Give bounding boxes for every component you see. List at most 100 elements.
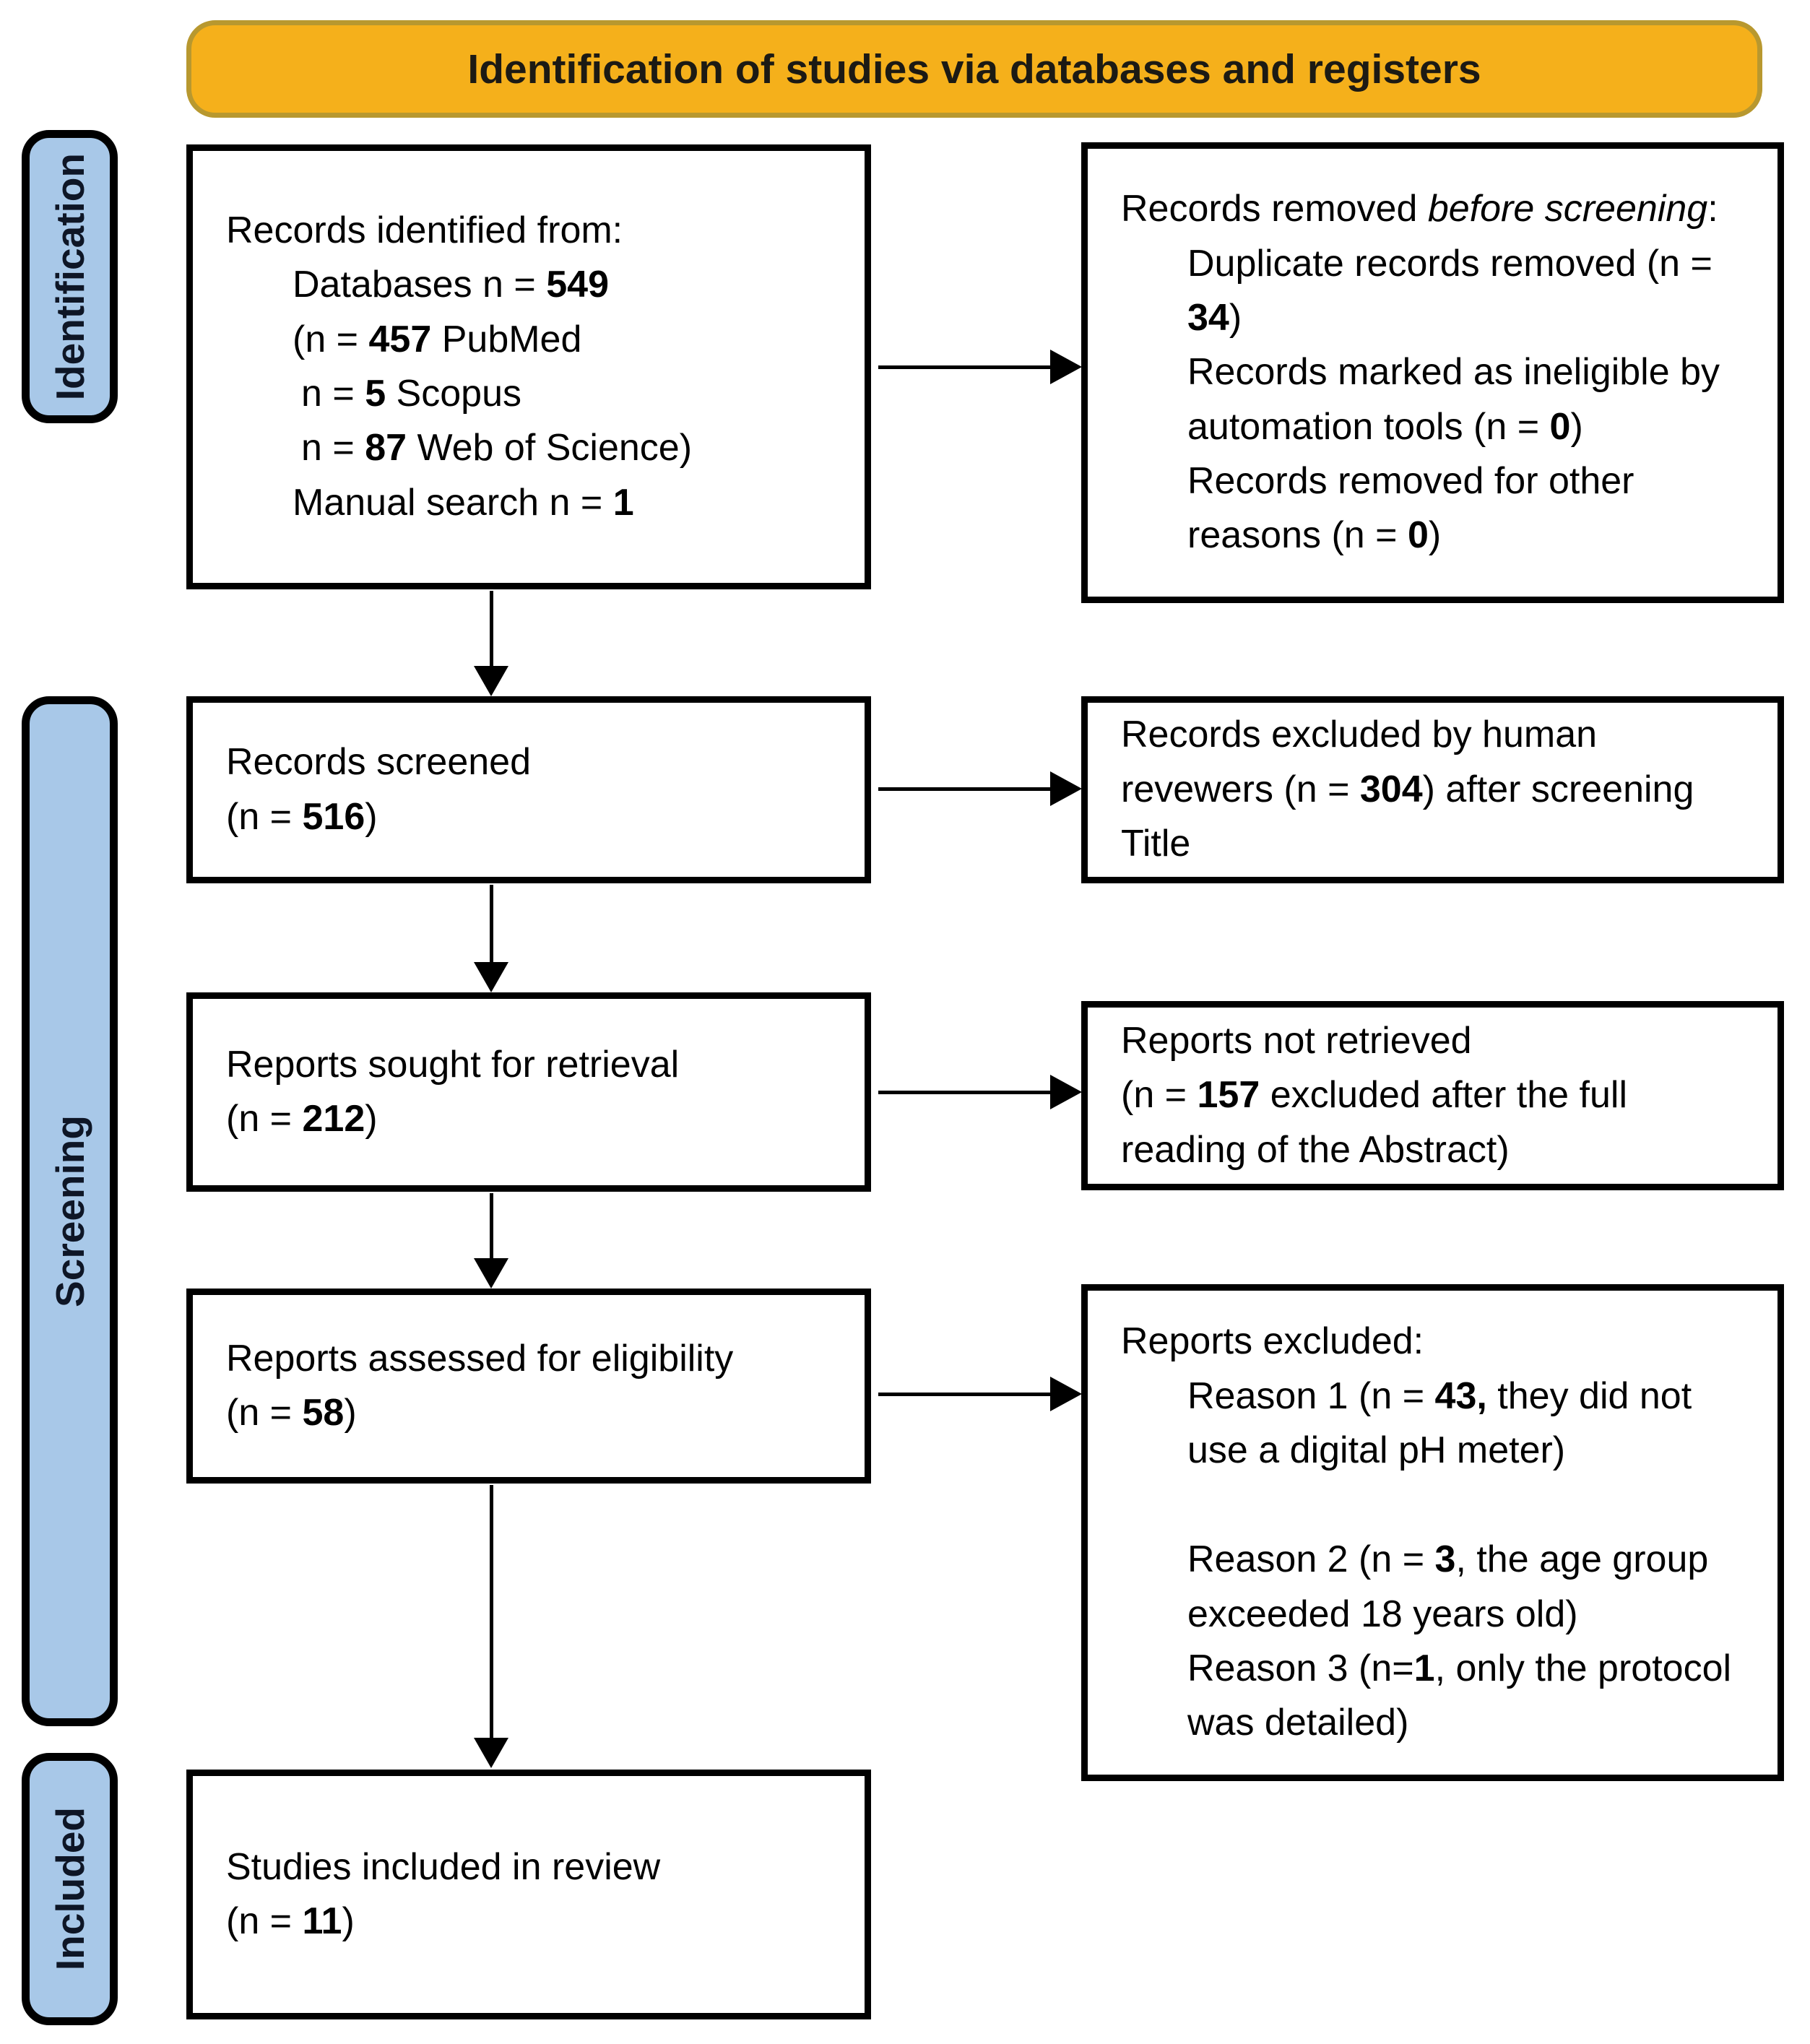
text-line: Records removed before screening: bbox=[1121, 182, 1744, 236]
stage-label-text: Included bbox=[47, 1807, 92, 1971]
text-run-italic: before screening bbox=[1427, 188, 1708, 230]
stage-label-identification: Identification bbox=[22, 130, 118, 423]
box-records-excluded-human: Records excluded by human revewers (n = … bbox=[1081, 696, 1784, 883]
text-line: Duplicate records removed (n = 34) bbox=[1121, 237, 1744, 346]
text-run: , the age group exceeded 18 years old) bbox=[1187, 1538, 1709, 1635]
box-reports-excluded: Reports excluded: Reason 1 (n = 43, they… bbox=[1081, 1284, 1784, 1781]
text-run: Reports not retrieved bbox=[1121, 1019, 1472, 1062]
box-records-removed: Records removed before screening: Duplic… bbox=[1081, 142, 1784, 603]
text-run: ) bbox=[1570, 405, 1583, 448]
text-line: Records excluded by human revewers (n = … bbox=[1121, 708, 1744, 871]
text-line: Records identified from: bbox=[226, 204, 831, 258]
text-run: Web of Science) bbox=[407, 427, 693, 469]
text-run-bold: 457 bbox=[368, 318, 432, 360]
text-run-bold: 0 bbox=[1407, 514, 1429, 557]
box-reports-assessed: Reports assessed for eligibility (n = 58… bbox=[186, 1289, 871, 1484]
arrow-identified-to-removed-icon bbox=[878, 350, 1082, 384]
text-line: Records removed for other reasons (n = 0… bbox=[1121, 454, 1744, 563]
text-run: : bbox=[1707, 188, 1718, 230]
box-reports-sought: Reports sought for retrieval (n = 212) bbox=[186, 992, 871, 1192]
arrow-screened-to-excluded-icon bbox=[878, 771, 1082, 806]
text-run-bold: 1 bbox=[612, 481, 634, 524]
arrow-screened-to-sought-icon bbox=[474, 885, 508, 992]
text-run: Reports assessed for eligibility bbox=[226, 1337, 734, 1380]
text-line: (n = 457 PubMed bbox=[226, 313, 831, 367]
arrow-sought-to-assessed-icon bbox=[474, 1193, 508, 1289]
text-run: Records removed for other reasons (n = bbox=[1187, 460, 1634, 557]
text-run: Reports excluded: bbox=[1121, 1320, 1424, 1363]
text-run-bold: 34 bbox=[1187, 296, 1229, 339]
text-run: n = bbox=[301, 373, 365, 415]
text-line: Databases n = 549 bbox=[226, 258, 831, 312]
text-line: Reports assessed for eligibility bbox=[226, 1332, 831, 1386]
text-run-bold: 0 bbox=[1549, 405, 1571, 448]
text-run: Records identified from: bbox=[226, 209, 623, 251]
text-run: , only the protocol was detailed) bbox=[1187, 1647, 1732, 1744]
text-run: ) after screening Title bbox=[1121, 768, 1694, 865]
text-line: Reason 3 (n=1, only the protocol was det… bbox=[1121, 1642, 1744, 1751]
text-run-bold: 1 bbox=[1413, 1647, 1435, 1690]
text-run: PubMed bbox=[431, 318, 582, 360]
text-line: Reports excluded: bbox=[1121, 1315, 1744, 1369]
text-line: (n = 11) bbox=[226, 1894, 831, 1949]
text-line: n = 5 Scopus bbox=[226, 367, 831, 421]
text-run: Scopus bbox=[386, 373, 521, 415]
arrow-identified-to-screened-icon bbox=[474, 591, 508, 696]
text-run: (n = bbox=[1121, 1074, 1198, 1117]
text-run-bold: 549 bbox=[546, 264, 609, 306]
text-line: (n = 58) bbox=[226, 1386, 831, 1440]
text-line: (n = 157 excluded after the full reading… bbox=[1121, 1068, 1744, 1177]
banner-title: Identification of studies via databases … bbox=[186, 20, 1762, 118]
text-run-bold: 157 bbox=[1197, 1074, 1260, 1117]
text-run: they did not use a digital pH meter) bbox=[1187, 1374, 1692, 1471]
text-line: Studies included in review bbox=[226, 1840, 831, 1894]
text-run: Records marked as ineligible by automati… bbox=[1187, 351, 1720, 448]
stage-label-text: Identification bbox=[47, 152, 92, 401]
arrow-assessed-to-excluded-icon bbox=[878, 1377, 1082, 1411]
text-run: (n = bbox=[226, 795, 303, 838]
stage-label-text: Screening bbox=[47, 1115, 92, 1307]
text-run: Manual search n = bbox=[293, 481, 613, 524]
text-run: Duplicate records removed (n = bbox=[1187, 242, 1712, 285]
box-records-identified: Records identified from: Databases n = 5… bbox=[186, 144, 871, 589]
text-line: Records marked as ineligible by automati… bbox=[1121, 345, 1744, 454]
text-run-bold: 212 bbox=[302, 1098, 365, 1140]
text-line: Reason 1 (n = 43, they did not use a dig… bbox=[1121, 1369, 1744, 1478]
text-run: ) bbox=[365, 1098, 378, 1140]
text-run: Reason 3 (n= bbox=[1187, 1647, 1414, 1690]
text-line: Reports not retrieved bbox=[1121, 1014, 1744, 1068]
text-run: (n = bbox=[226, 1900, 303, 1942]
text-run-bold: 58 bbox=[302, 1392, 345, 1434]
text-run: Records excluded by human revewers (n = bbox=[1121, 714, 1598, 810]
text-run: Databases n = bbox=[293, 264, 547, 306]
text-run: Records removed bbox=[1121, 188, 1428, 230]
text-line: (n = 516) bbox=[226, 790, 831, 844]
text-line: Manual search n = 1 bbox=[226, 476, 831, 530]
text-run: Reports sought for retrieval bbox=[226, 1043, 680, 1086]
text-run: (n = bbox=[226, 1392, 303, 1434]
text-run: (n = bbox=[226, 1098, 303, 1140]
text-run-bold: 5 bbox=[365, 373, 386, 415]
text-line: (n = 212) bbox=[226, 1092, 831, 1146]
text-run: Studies included in review bbox=[226, 1845, 661, 1888]
text-run: ) bbox=[365, 795, 378, 838]
stage-label-screening: Screening bbox=[22, 696, 118, 1726]
stage-label-included: Included bbox=[22, 1753, 118, 2025]
text-run-bold: 11 bbox=[302, 1900, 342, 1942]
text-run: ) bbox=[1428, 514, 1442, 557]
box-studies-included: Studies included in review (n = 11) bbox=[186, 1770, 871, 2019]
text-run-bold: 516 bbox=[302, 795, 365, 838]
text-run-bold: 3 bbox=[1434, 1538, 1456, 1581]
text-run: Reason 1 (n = bbox=[1187, 1374, 1435, 1417]
text-line: Reports sought for retrieval bbox=[226, 1038, 831, 1092]
arrow-sought-to-not-retrieved-icon bbox=[878, 1075, 1082, 1109]
text-line: Reason 2 (n = 3, the age group exceeded … bbox=[1121, 1533, 1744, 1642]
text-run: Reason 2 (n = bbox=[1187, 1538, 1435, 1581]
text-run: ) bbox=[344, 1392, 357, 1434]
text-run: ) bbox=[342, 1900, 355, 1942]
text-run: excluded after the full reading of the A… bbox=[1121, 1074, 1628, 1171]
text-run: ) bbox=[1229, 296, 1242, 339]
text-run: n = bbox=[301, 427, 365, 469]
text-run-bold: 87 bbox=[365, 427, 407, 469]
